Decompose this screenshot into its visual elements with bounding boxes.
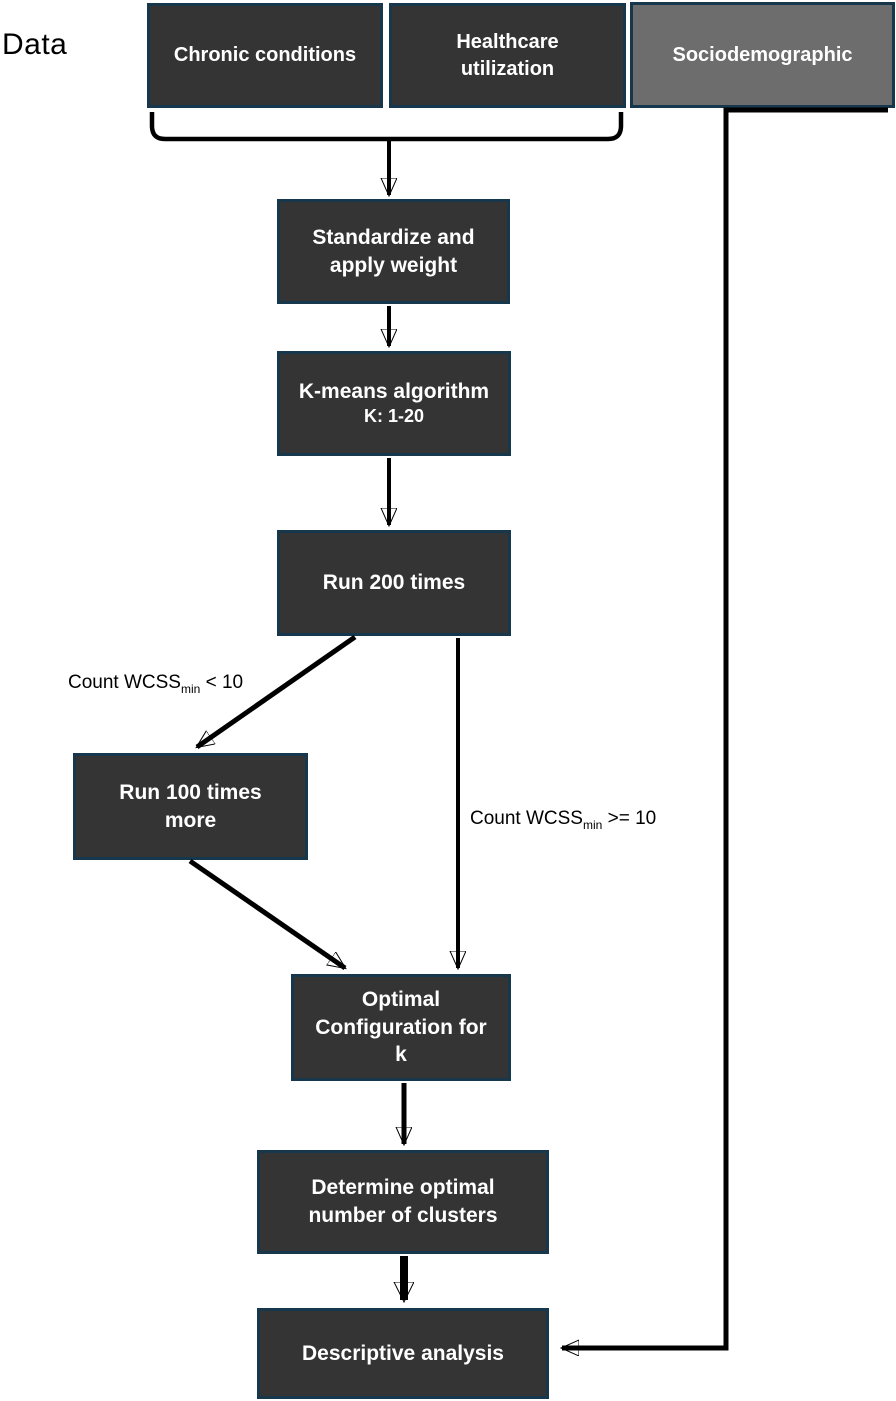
edge-label-subscript: min xyxy=(180,681,201,696)
node-label: Sociodemographic xyxy=(672,43,853,66)
node-label: Run 100 times xyxy=(119,780,262,804)
node-label: Determine optimal xyxy=(311,1176,495,1200)
edge-label-text: Count WCSS xyxy=(68,672,181,693)
node-chronic-conditions: Chronic conditions xyxy=(147,3,383,108)
edge-label-count-wcss-ge-10: Count WCSSmin >= 10 xyxy=(470,808,657,832)
node-run-100-times-more: Run 100 times more xyxy=(73,753,308,860)
node-label: Configuration for xyxy=(315,1015,487,1039)
node-label: Descriptive analysis xyxy=(302,1341,504,1365)
node-label: more xyxy=(164,808,217,832)
edge-socio-to-descriptive-connector xyxy=(562,107,888,1348)
node-standardize-apply-weight: Standardize and apply weight xyxy=(277,199,510,304)
node-label: k xyxy=(395,1043,407,1067)
node-label: Healthcare xyxy=(456,31,559,54)
edge-label-text: Count WCSS xyxy=(470,808,583,829)
node-label: K: 1-20 xyxy=(363,406,425,427)
node-label: apply weight xyxy=(329,253,458,277)
edge-run100-to-optimal-arrow xyxy=(188,858,345,971)
node-label: Standardize and xyxy=(312,225,475,249)
node-sociodemographic: Sociodemographic xyxy=(630,2,895,108)
edge-label-subscript: min xyxy=(582,817,603,832)
node-run-200-times: Run 200 times xyxy=(277,530,511,636)
node-label: Chronic conditions xyxy=(173,44,357,67)
edge-label-text: >= 10 xyxy=(602,808,657,829)
edge-label-count-wcss-lt-10: Count WCSSmin < 10 xyxy=(68,672,244,696)
edge-merge-bracket xyxy=(149,112,624,142)
node-label: number of clusters xyxy=(308,1204,498,1227)
node-descriptive-analysis: Descriptive analysis xyxy=(257,1308,549,1399)
node-kmeans-algorithm: K-means algorithm K: 1-20 xyxy=(277,351,511,456)
node-label: Run 200 times xyxy=(322,571,466,595)
node-optimal-configuration-for-k: Optimal Configuration for k xyxy=(291,974,511,1081)
node-healthcare-utilization: Healthcare utilization xyxy=(389,3,626,108)
node-label: K-means algorithm xyxy=(298,379,490,403)
edge-label-text: < 10 xyxy=(200,672,244,693)
node-label: utilization xyxy=(460,57,555,80)
data-label: Data xyxy=(2,28,68,61)
node-label: Optimal xyxy=(361,987,441,1011)
node-determine-optimal-clusters: Determine optimal number of clusters xyxy=(257,1150,549,1254)
